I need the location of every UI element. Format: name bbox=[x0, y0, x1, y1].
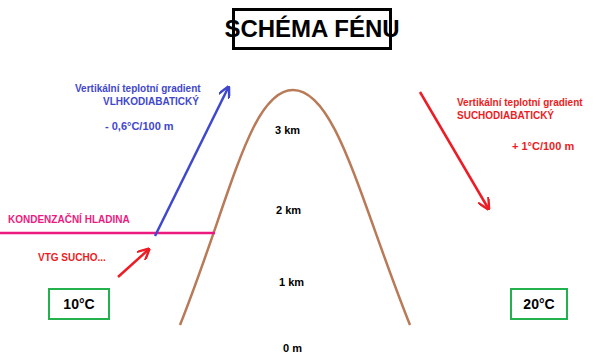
temperature-value: 10°C bbox=[63, 296, 94, 312]
condensation-label: KONDENZAČNÍ HLADINA bbox=[8, 214, 130, 226]
gradient-label: Vertikální teplotní gradient bbox=[75, 83, 201, 95]
temperature-value: 20°C bbox=[523, 296, 554, 312]
altitude-label: 2 km bbox=[276, 204, 301, 217]
gradient-type: VLHKODIABATICKÝ bbox=[103, 96, 199, 108]
dry-gradient-note: VTG SUCHO... bbox=[38, 252, 106, 264]
condensation-line bbox=[0, 232, 215, 235]
gradient-label: Vertikální teplotní gradient bbox=[457, 97, 583, 109]
altitude-label: 1 km bbox=[279, 276, 304, 289]
dry-arrow bbox=[420, 92, 488, 208]
moist-arrow bbox=[155, 88, 228, 236]
mountain-profile bbox=[180, 90, 410, 325]
title: SCHÉMA FÉNU bbox=[232, 8, 392, 50]
gradient-type: SUCHODIABATICKÝ bbox=[457, 110, 554, 122]
altitude-label: 0 m bbox=[283, 342, 302, 355]
temperature-box: 10°C bbox=[48, 288, 110, 320]
dry-up-arrow bbox=[118, 250, 148, 277]
gradient-value: - 0,6°C/100 m bbox=[105, 120, 174, 133]
altitude-label: 3 km bbox=[275, 124, 300, 137]
gradient-value: + 1°C/100 m bbox=[512, 140, 574, 153]
temperature-box: 20°C bbox=[510, 288, 568, 320]
